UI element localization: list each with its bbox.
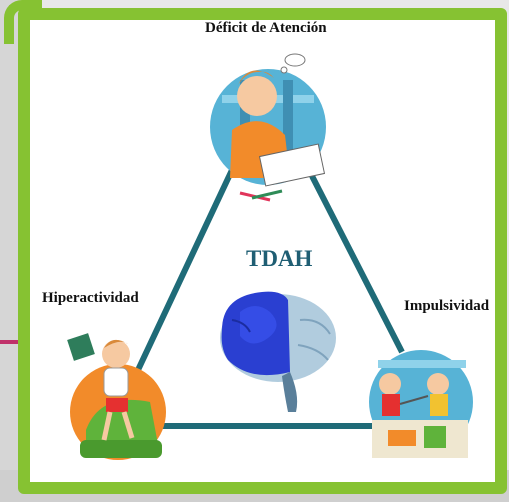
illustration-left-hyperactive-child [67, 333, 166, 460]
center-title-tdah: TDAH [246, 246, 312, 272]
label-hiperactividad: Hiperactividad [42, 290, 139, 307]
brain-illustration [220, 292, 336, 412]
label-deficit-atencion: Déficit de Atención [205, 20, 327, 37]
illustration-right-impulsive-children [369, 350, 473, 458]
edge-top-left [138, 170, 232, 370]
label-impulsividad: Impulsividad [404, 298, 489, 315]
